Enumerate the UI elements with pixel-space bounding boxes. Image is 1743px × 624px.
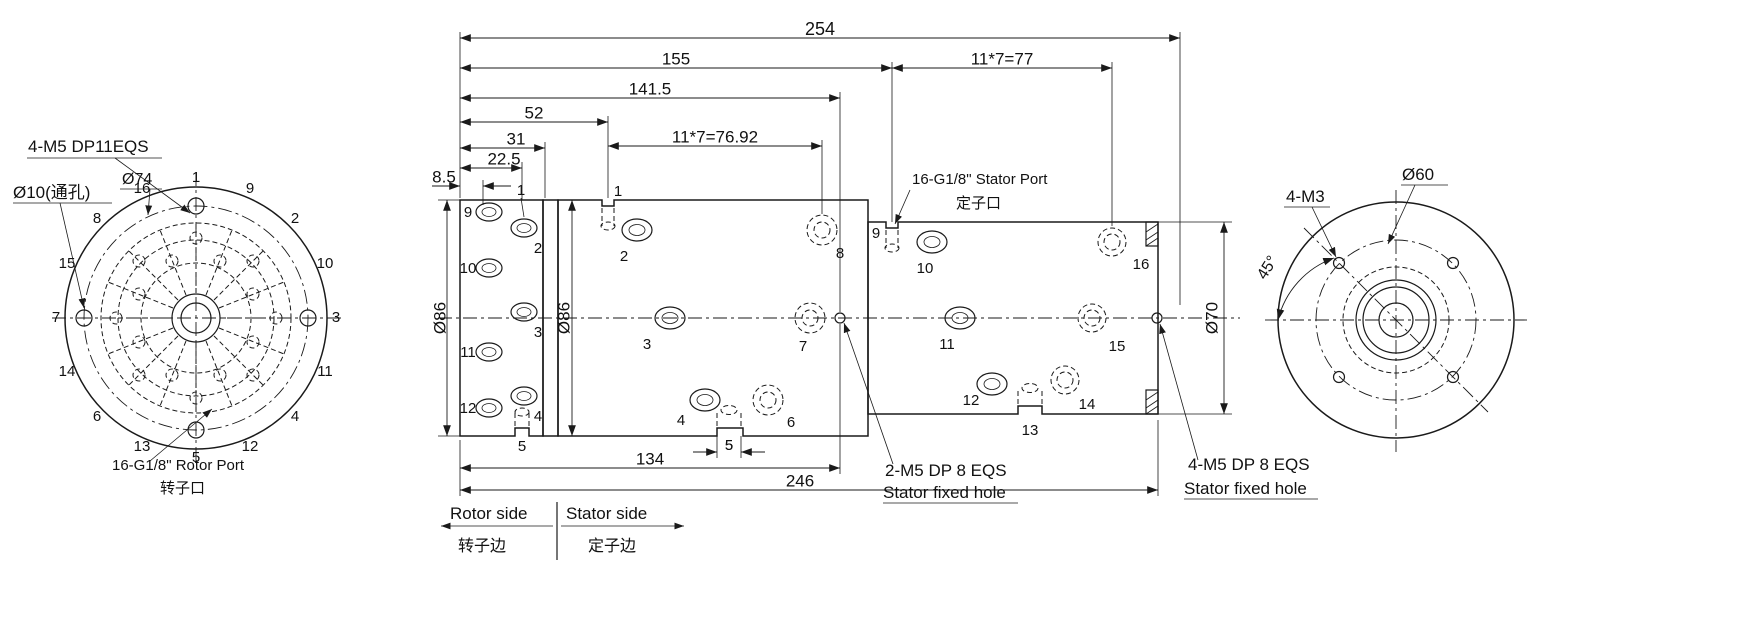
dim-246: 246 xyxy=(786,471,814,490)
port-spokes xyxy=(101,223,291,413)
stator2-ports xyxy=(884,227,1163,404)
port-number: 13 xyxy=(1022,422,1039,439)
port-number: 2 xyxy=(291,210,299,227)
stator2-port-numbers: 9 10 11 12 13 14 15 16 xyxy=(872,225,1150,439)
port-number: 14 xyxy=(1079,396,1096,413)
rotor-ports xyxy=(475,197,538,426)
end-tap-label: 4-M3 xyxy=(1286,187,1325,206)
port-number: 3 xyxy=(534,324,542,341)
port-number: 10 xyxy=(317,255,334,272)
port-number: 4 xyxy=(291,408,299,425)
stator-end-lugs xyxy=(1145,221,1159,415)
port-number: 2 xyxy=(534,240,542,257)
port-number: 3 xyxy=(643,336,651,353)
port-number: 4 xyxy=(534,408,542,425)
fixed-hole-4-sub: Stator fixed hole xyxy=(1184,479,1307,498)
dim-5: 5 xyxy=(725,437,733,454)
dim-134: 134 xyxy=(636,449,664,468)
dim-45deg: 45° xyxy=(1254,253,1281,283)
dim-dia86-rotor: Ø86 xyxy=(430,302,449,334)
port-number: 15 xyxy=(1109,338,1126,355)
port-number: 13 xyxy=(134,438,151,455)
port-number: 16 xyxy=(1133,256,1150,273)
port-number: 5 xyxy=(518,438,526,455)
port-number: 9 xyxy=(872,225,880,242)
port-number: 2 xyxy=(620,248,628,265)
end-bolt-holes xyxy=(1332,256,1460,384)
rotor-port-label: 16-G1/8" Rotor Port xyxy=(112,457,245,474)
dim-141-5: 141.5 xyxy=(629,79,672,98)
side-view: 1 2 3 4 5 9 10 11 12 1 2 3 4 5 xyxy=(438,182,1240,455)
dia60-label: Ø60 xyxy=(1402,165,1434,184)
front-view: 1 9 2 10 3 11 4 12 5 13 6 14 7 15 8 16 4… xyxy=(13,137,343,497)
callouts: 16-G1/8" Stator Port 定子口 2-M5 DP 8 EQS S… xyxy=(843,171,1318,504)
port-number: 8 xyxy=(93,210,101,227)
legend: Rotor side 转子边 Stator side 定子边 xyxy=(441,502,684,560)
dim-155: 155 xyxy=(662,49,690,68)
dim-8-5: 8.5 xyxy=(432,167,456,186)
front-port-holes xyxy=(109,231,283,405)
rotor-side-label: Rotor side xyxy=(450,504,527,523)
dim-22-5: 22.5 xyxy=(487,149,520,168)
port-number: 7 xyxy=(52,309,60,326)
dim-77: 11*7=77 xyxy=(971,49,1034,68)
port-number: 10 xyxy=(917,260,934,277)
port-number: 11 xyxy=(317,363,333,380)
front-port-numbers: 1 9 2 10 3 11 4 12 5 13 6 14 7 15 8 16 xyxy=(52,169,340,466)
port-number: 14 xyxy=(59,363,76,380)
front-view-annotations: 4-M5 DP11EQS Ø74 Ø10(通孔) 16-G1/8" Rotor … xyxy=(13,137,245,497)
stator-side-label-cn: 定子边 xyxy=(588,537,636,555)
dimensions: 254 155 11*7=77 141.5 52 11*7=76.92 31 2… xyxy=(430,19,1232,496)
dim-254: 254 xyxy=(805,19,835,39)
rotor-side-label-cn: 转子边 xyxy=(458,537,506,555)
port-number: 1 xyxy=(614,183,622,200)
end-view: 45° Ø60 4-M3 xyxy=(1254,165,1527,452)
stator-side-label: Stator side xyxy=(566,504,647,523)
stator-port-label: 16-G1/8" Stator Port xyxy=(912,171,1048,188)
dia10-label: Ø10(通孔) xyxy=(13,183,90,202)
fixed-hole-2-sub: Stator fixed hole xyxy=(883,483,1006,502)
port-number: 1 xyxy=(192,169,200,186)
dia74-label: Ø74 xyxy=(122,171,152,188)
port-number: 10 xyxy=(460,260,477,277)
stator1-ports xyxy=(600,208,846,426)
port-number: 11 xyxy=(460,344,476,361)
port-number: 5 xyxy=(725,437,733,454)
dim-dia86-stator: Ø86 xyxy=(554,302,573,334)
port-number: 12 xyxy=(242,438,259,455)
port-number: 12 xyxy=(460,400,477,417)
port-number: 3 xyxy=(332,309,340,326)
fixed-hole-2-label: 2-M5 DP 8 EQS xyxy=(885,461,1007,480)
port-number: 16 xyxy=(134,180,151,197)
port-number: 6 xyxy=(787,414,795,431)
port-number: 9 xyxy=(464,204,472,221)
witness-lines xyxy=(459,32,1181,496)
port-number: 9 xyxy=(246,180,254,197)
port-number: 1 xyxy=(517,182,525,199)
port-number: 6 xyxy=(93,408,101,425)
rotor-tap-label: 4-M5 DP11EQS xyxy=(28,137,149,156)
stator-port-label-cn: 定子口 xyxy=(956,195,1001,212)
dim-76-92: 11*7=76.92 xyxy=(672,127,758,146)
port-number: 5 xyxy=(192,449,200,466)
dim-52: 52 xyxy=(525,103,544,122)
port-number: 7 xyxy=(799,338,807,355)
dim-31: 31 xyxy=(507,129,526,148)
port-number: 12 xyxy=(963,392,980,409)
port-number: 15 xyxy=(59,255,76,272)
rotor-port-label-cn: 转子口 xyxy=(160,480,205,497)
rotor-port-numbers: 1 2 3 4 5 9 10 11 12 xyxy=(460,182,543,455)
dim-dia70: Ø70 xyxy=(1202,302,1221,334)
port-number: 4 xyxy=(677,412,685,429)
fixed-hole-4-label: 4-M5 DP 8 EQS xyxy=(1188,455,1310,474)
port-number: 11 xyxy=(939,336,955,353)
